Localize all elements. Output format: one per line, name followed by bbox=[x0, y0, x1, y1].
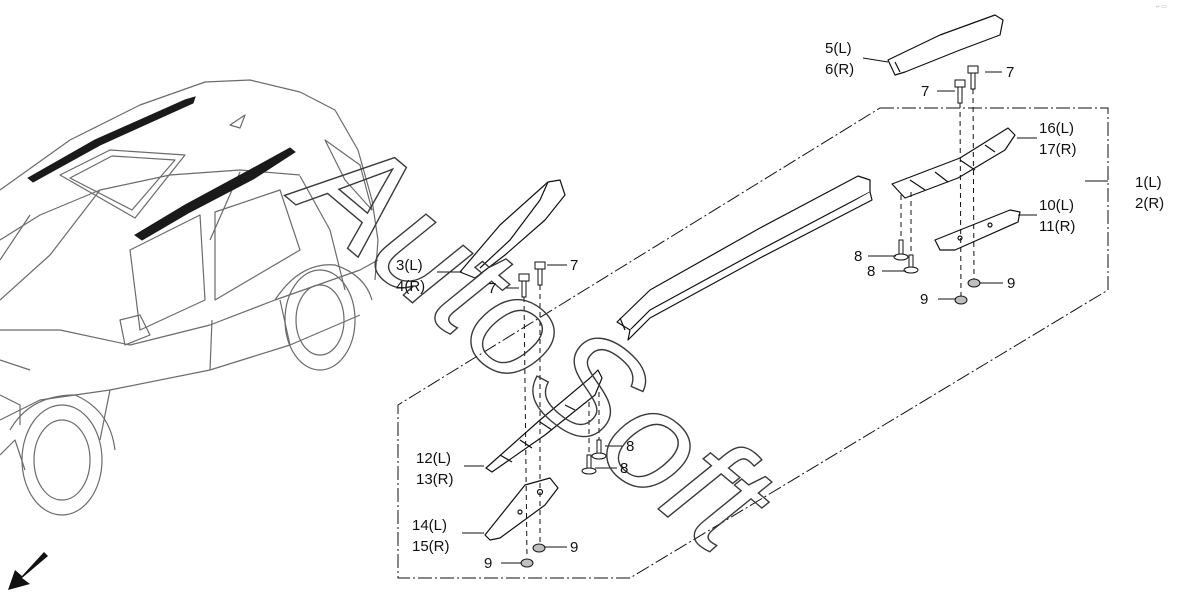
bolt-icon bbox=[534, 261, 546, 286]
front-base bbox=[484, 477, 559, 541]
callout-1-l: 1(L) bbox=[1135, 174, 1162, 191]
end-cover-rear bbox=[887, 14, 1004, 76]
clip-icon bbox=[893, 239, 909, 261]
callout-labels: 5(L) 6(R) 7 7 16(L) 17(R) 1(L) 2(R) 10(L… bbox=[396, 40, 1164, 572]
callout-17-r: 17(R) bbox=[1039, 141, 1077, 158]
callout-8-c: 8 bbox=[626, 438, 634, 455]
callout-12-l: 12(L) bbox=[416, 450, 451, 467]
callout-8-d: 8 bbox=[620, 460, 628, 477]
nut-icon bbox=[967, 278, 981, 288]
leader-lines bbox=[437, 57, 1108, 564]
roof-rail-main bbox=[616, 175, 873, 341]
assembly-frame bbox=[397, 107, 1109, 579]
vehicle-illustration bbox=[0, 79, 379, 516]
callout-9-b: 9 bbox=[920, 291, 928, 308]
callout-7-a: 7 bbox=[1006, 64, 1014, 81]
callout-9-d: 9 bbox=[484, 555, 492, 572]
bolts bbox=[518, 65, 979, 298]
nut-icon bbox=[532, 543, 546, 553]
rear-base bbox=[934, 209, 1021, 251]
callout-9-a: 9 bbox=[1007, 275, 1015, 292]
callout-15-r: 15(R) bbox=[412, 538, 450, 555]
callout-14-l: 14(L) bbox=[412, 517, 447, 534]
callout-8-b: 8 bbox=[867, 263, 875, 280]
callout-8-a: 8 bbox=[854, 248, 862, 265]
end-cover-front bbox=[459, 179, 566, 279]
callout-2-r: 2(R) bbox=[1135, 195, 1164, 212]
nut-icon bbox=[954, 295, 968, 305]
clips bbox=[581, 239, 919, 475]
callout-6-r: 6(R) bbox=[825, 61, 854, 78]
callout-7-d: 7 bbox=[488, 280, 496, 297]
callout-13-r: 13(R) bbox=[416, 471, 454, 488]
callout-3-l: 3(L) bbox=[396, 257, 423, 274]
clip-icon bbox=[903, 254, 919, 274]
alignment-lines bbox=[523, 88, 975, 559]
callout-4-r: 4(R) bbox=[396, 278, 425, 295]
callout-10-l: 10(L) bbox=[1039, 197, 1074, 214]
callout-7-c: 7 bbox=[570, 257, 578, 274]
callout-16-l: 16(L) bbox=[1039, 120, 1074, 137]
callout-11-r: 11(R) bbox=[1039, 218, 1075, 235]
callout-9-c: 9 bbox=[570, 539, 578, 556]
bolt-icon bbox=[954, 79, 966, 104]
clip-icon bbox=[581, 454, 597, 475]
rear-bracket bbox=[891, 127, 1016, 199]
bolt-icon bbox=[967, 65, 979, 90]
nut-icon bbox=[520, 558, 534, 568]
nuts bbox=[520, 278, 981, 568]
callout-5-l: 5(L) bbox=[825, 40, 852, 57]
vehicle-roof-rails bbox=[27, 96, 296, 241]
callout-7-b: 7 bbox=[921, 83, 929, 100]
corner-mark: ⌐ ▭ bbox=[1156, 4, 1167, 10]
front-direction-arrow-icon bbox=[8, 552, 48, 590]
